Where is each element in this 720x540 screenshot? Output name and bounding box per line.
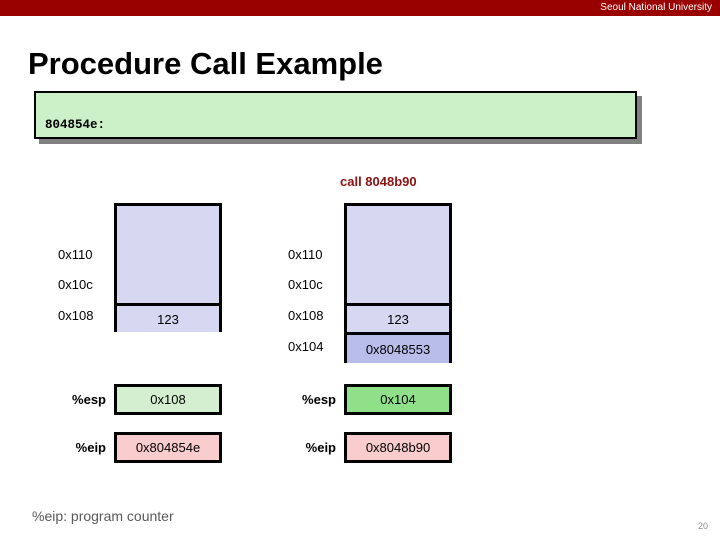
- page-number: 20: [697, 521, 708, 531]
- register-value-esp: 0x104: [344, 384, 452, 415]
- page-title: Procedure Call Example: [28, 46, 383, 81]
- stack-diagram-after: 123 0x8048553: [344, 203, 452, 363]
- stack-cell-empty: [117, 206, 219, 303]
- code-listing: 804854e: e8 3d 06 00 00 call 8048b90 <ma…: [34, 91, 637, 139]
- footer-note: %eip: program counter: [32, 508, 174, 524]
- register-label-eip: %eip: [75, 440, 106, 455]
- code-address: 8048553:: [45, 135, 105, 137]
- stack-cell-empty: [347, 206, 449, 303]
- stack-address-label: 0x10c: [288, 277, 323, 292]
- register-label-esp: %esp: [72, 392, 106, 407]
- stack-address-label: 0x110: [58, 247, 93, 262]
- header-bar: [0, 0, 720, 16]
- register-label-esp: %esp: [302, 392, 336, 407]
- stack-cell-value: 123: [347, 303, 449, 332]
- code-line: 8048553: 50 pushl %eax: [36, 116, 635, 135]
- stack-address-label: 0x10c: [58, 277, 93, 292]
- stack-cell-value: 123: [117, 303, 219, 332]
- stack-cell-return-address: 0x8048553: [347, 332, 449, 363]
- register-value-esp: 0x108: [114, 384, 222, 415]
- code-bytes: e8 3d 06 00 00: [186, 135, 291, 137]
- code-line: 804854e: e8 3d 06 00 00 call 8048b90 <ma…: [36, 97, 635, 132]
- stack-address-label: 0x108: [288, 308, 324, 323]
- stack-address-label: 0x108: [58, 308, 94, 323]
- stack-address-label: 0x110: [288, 247, 323, 262]
- stack-address-label: 0x104: [288, 339, 324, 354]
- register-value-eip: 0x8048b90: [344, 432, 452, 463]
- code-address: 804854e:: [45, 118, 106, 132]
- institution-name: Seoul National University: [600, 2, 712, 13]
- stack-diagram-before: 123: [114, 203, 222, 332]
- register-value-eip: 0x804854e: [114, 432, 222, 463]
- call-annotation: call 8048b90: [340, 174, 417, 189]
- register-label-eip: %eip: [305, 440, 336, 455]
